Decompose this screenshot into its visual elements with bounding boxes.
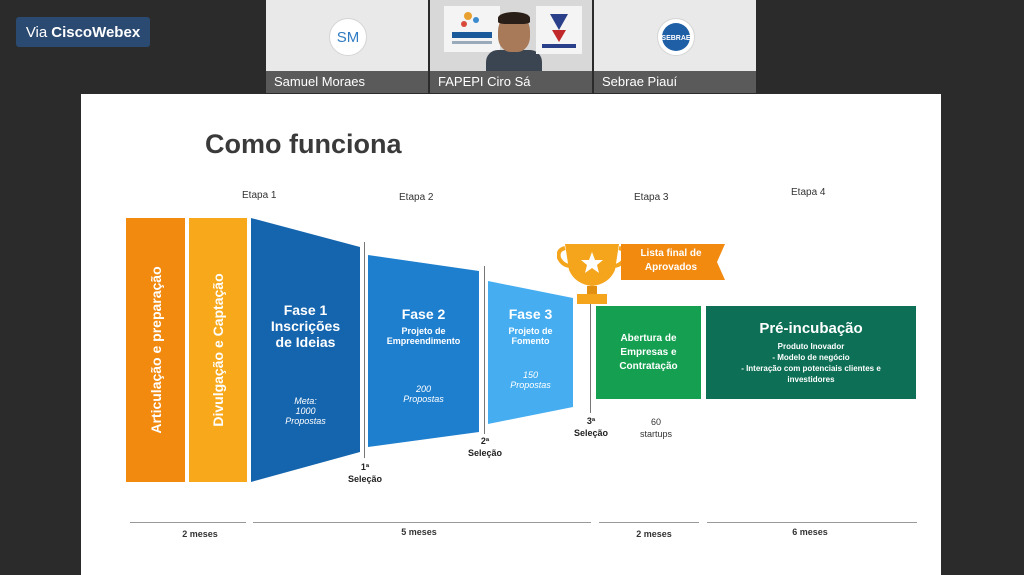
selecao-3-line [590,299,591,413]
selecao-1-line [364,242,365,458]
abertura-line: Empresas e [620,347,677,358]
avatar: SM [329,18,367,56]
fase-3-sub-2: Fomento [511,336,550,346]
brand-prefix: Via [25,23,48,41]
fase-1-title-3: de Ideias [275,334,336,350]
timeline-segment-3 [599,522,699,523]
pre-incubacao-line: - Modelo de negócio [772,353,850,362]
fase-2-sub-2: Empreendimento [386,336,461,346]
pre-incubacao-line: Produto Inovador [777,342,845,351]
participant-name: Sebrae Piauí [594,71,756,93]
video-person-hair [498,12,530,24]
etapa-2-label: Etapa 2 [399,192,434,203]
selecao-2-text: Seleção [467,448,503,458]
lista-final-line: Aprovados [644,262,698,273]
centelha-logo [444,6,500,52]
pre-incubacao-line: - Interação com potenciais clientes e [741,364,881,373]
webex-brand-badge: Via CiscoWebex [16,17,150,47]
lista-final-line: Lista final de [640,248,702,259]
startups-number: 60 [650,417,661,427]
fase-1-title-1: Fase 1 [283,302,328,318]
brand-name: CiscoWebex [51,23,141,41]
etapa-4-label: Etapa 4 [791,187,826,198]
fase-2-meta-line: 200 [415,384,432,394]
shared-slide: Como funciona Etapa 1 Etapa 2 Etapa 3 Et… [81,94,941,575]
fase-3-meta-line: 150 [522,370,539,380]
fase-2-meta-line: Propostas [403,394,444,404]
fase-1-block: Fase 1 Inscrições de Ideias [251,302,360,350]
duration-3: 2 meses [636,529,672,539]
slide-title: Como funciona [205,129,402,159]
funnel-graphic [251,218,573,482]
participant-tile-sebrae[interactable]: SEBRAE Sebrae Piauí [594,0,756,93]
fase-3-block: Fase 3 Projeto de Fomento [488,306,573,346]
participant-name: Samuel Moraes [266,71,428,93]
fase-2-shape [368,255,479,447]
avatar-initials: SM [336,28,360,46]
fase-1-meta-line: Propostas [285,416,326,426]
fase-2-title: Fase 2 [401,306,446,322]
sebrae-logo-text: SEBRAE [661,35,691,42]
etapa-1-label: Etapa 1 [242,190,277,201]
pre-incubacao-title: Pré-incubação [759,320,863,337]
pre-incubacao-line: investidores [787,375,835,384]
selecao-2-num: 2ª [480,436,490,446]
abertura-box: Abertura de Empresas e Contratação [596,306,701,399]
timeline-segment-1 [130,522,246,523]
duration-4: 6 meses [792,527,828,537]
fase-3-title: Fase 3 [508,306,553,322]
sebrae-logo-icon: SEBRAE [657,18,695,56]
participant-name: FAPEPI Ciro Sá [430,71,592,93]
fase-1-meta: Meta: 1000 Propostas [251,396,360,426]
participant-tile-fapepi[interactable]: FAPEPI Ciro Sá [430,0,592,93]
lista-final-banner [621,244,725,280]
fase-2-meta: 200 Propostas [368,384,479,404]
trophy-icon [557,244,627,304]
selecao-3-text: Seleção [573,428,609,438]
pre-incubacao-box: Pré-incubação Produto Inovador - Modelo … [706,306,916,399]
abertura-line: Contratação [619,361,678,372]
fase-1-meta-line: Meta: [294,396,317,406]
selecao-3-num: 3ª [586,416,596,426]
startups-label: startups [639,429,672,439]
divulgacao-bar: Divulgação e Captação [189,218,247,482]
duration-2: 5 meses [401,527,437,537]
lista-final-text: Lista final de Aprovados [621,247,721,275]
fase-3-sub-1: Projeto de [508,326,553,336]
abertura-line: Abertura de [620,333,677,344]
startups-count: 60 startups [621,416,691,440]
selecao-2-line [484,266,485,434]
fase-2-block: Fase 2 Projeto de Empreendimento [368,306,479,346]
fase-1-meta-line: 1000 [295,406,316,416]
fapepi-logo [536,6,582,54]
selecao-2-label: 2ª Seleção [459,435,511,459]
participant-tile-samuel[interactable]: SM Samuel Moraes [266,0,428,93]
etapa-3-label: Etapa 3 [634,192,669,203]
fase-1-shape [251,218,360,482]
selecao-1-num: 1ª [360,462,370,472]
duration-1: 2 meses [182,529,218,539]
fase-1-title-2: Inscrições [270,318,341,334]
timeline-segment-2 [253,522,591,523]
articulacao-bar: Articulação e preparação [126,218,185,482]
selecao-1-label: 1ª Seleção [339,461,391,485]
fase-3-shape [488,281,573,424]
video-person-body [486,50,542,72]
fase-3-meta: 150 Propostas [488,370,573,390]
selecao-3-label: 3ª Seleção [565,415,617,439]
fase-3-meta-line: Propostas [510,380,551,390]
fase-2-sub-1: Projeto de [401,326,446,336]
timeline-segment-4 [707,522,917,523]
selecao-1-text: Seleção [347,474,383,484]
